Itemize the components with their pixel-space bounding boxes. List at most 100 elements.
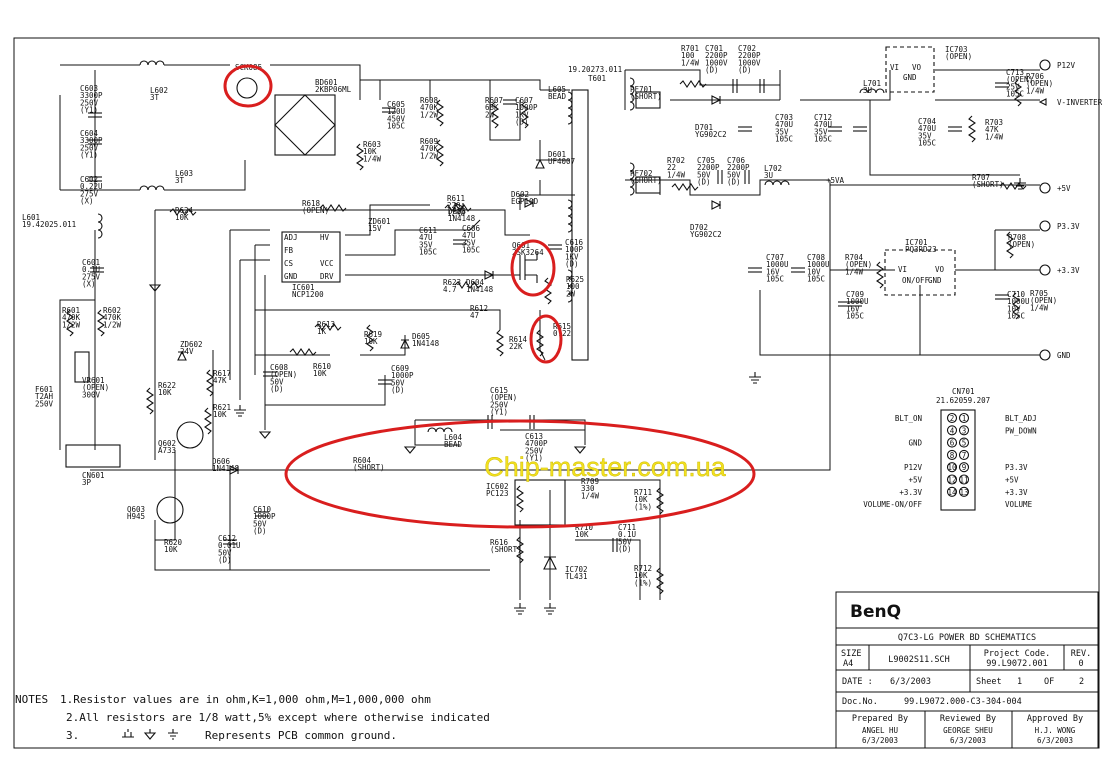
label-r704-line: R704 (845, 253, 864, 262)
label-c710-line: 10V (1007, 304, 1021, 313)
label-c607-line: C607 (515, 96, 533, 105)
resistor-vertical (516, 485, 524, 513)
label-r618-line: R618 (302, 199, 321, 208)
label-r701-line: 1/4W (681, 58, 700, 67)
ic602-body (514, 479, 566, 526)
label-r709-line: 330 (581, 484, 595, 493)
label-r618-line: (OPEN) (302, 206, 329, 215)
label-c603-line: 250V (80, 98, 99, 107)
wire (800, 70, 891, 101)
rail-5va-label: +5VA (826, 176, 845, 185)
label-c602-line: 275V (80, 189, 99, 198)
note-line-1: 1.Resistor values are in ohm,K=1,000 ohm… (60, 693, 431, 706)
rev-value: 0 (1078, 659, 1083, 669)
label-c611-line: 105C (419, 248, 437, 257)
cn701-pin-odd (958, 449, 970, 460)
label-c609-line: C609 (391, 364, 409, 373)
resistor-horizontal (444, 204, 472, 212)
ground-symbol (544, 603, 556, 615)
label-r709-line: 1/4W (581, 491, 600, 500)
label-c713-line: 25V (1006, 82, 1020, 91)
label-c613-line: 4700P (525, 439, 548, 448)
resistor-vertical (521, 101, 529, 129)
highlight-shunt-resistor (529, 314, 563, 364)
label-c616-line: 1KV (565, 252, 579, 261)
cn701-ref: CN701 (952, 387, 975, 396)
label-q601-line: 2SK3264 (512, 248, 544, 257)
label-r703-line: R703 (985, 118, 1003, 127)
label-ic601-line: IC601 (292, 283, 315, 292)
diode-horizontal (524, 198, 535, 208)
cn701-part: 21.62059.207 (936, 396, 990, 405)
label-r625-line: 2W (566, 289, 576, 298)
output-label-3: P3.3V (1057, 222, 1080, 231)
label-zd601-line: 15V (368, 224, 382, 233)
cn701-pin-odd-num: 1 (962, 414, 967, 423)
label-c708-line: 10V (807, 267, 821, 276)
label-c616-line: (D) (565, 260, 579, 269)
label-r608-line: 470K (420, 103, 439, 112)
ic701-pin-vi: VI (898, 265, 907, 274)
transformer-secondary (629, 162, 635, 196)
thermistor (236, 77, 258, 99)
label-r614-line: 22K (509, 342, 523, 351)
label-r623-line: 4.7 (443, 285, 457, 294)
label-c712-line: 105C (814, 135, 832, 144)
cn701-left-signal: GND (908, 439, 922, 448)
label-c707-line: 1000U (766, 260, 789, 269)
diode-vertical (177, 350, 187, 361)
label-c606-line: 105C (462, 246, 480, 255)
label-r704-line: (OPEN) (845, 260, 872, 269)
notes-title: NOTES (15, 693, 48, 706)
pf702-fuse (635, 176, 661, 194)
label-r624-line: R624 (175, 206, 194, 215)
label-c709-line: 105C (846, 312, 864, 321)
label-r617-line: 47K (213, 376, 227, 385)
label-r611-line: R611 (447, 194, 465, 203)
size-value: A4 (843, 659, 853, 669)
label-c704-line: 35V (918, 131, 932, 140)
label-d702-line: D702 (690, 223, 708, 232)
wire (560, 479, 661, 600)
cn701-pin-odd-num: 9 (962, 463, 967, 472)
ground-triangle (403, 446, 417, 454)
diode-horizontal (711, 200, 722, 210)
resistor-vertical (1012, 292, 1020, 320)
label-r711-line: (1%) (634, 502, 652, 511)
label-r705-line: R705 (1030, 289, 1048, 298)
cn701-pin-odd-num: 3 (962, 426, 967, 435)
label-r619-line: 10K (364, 337, 378, 346)
resistor-vertical (206, 369, 214, 397)
label-c610-line: 50V (253, 519, 267, 528)
label-bridge-line: BD601 (315, 78, 338, 87)
label-r619-line: R619 (364, 330, 382, 339)
label-cn601-line: 3P (82, 478, 92, 487)
resistor-horizontal (314, 323, 342, 331)
diode-horizontal (454, 202, 465, 212)
wire (345, 219, 481, 256)
label-c713-line: C713 (1006, 68, 1024, 77)
label-c712-line: C712 (814, 113, 832, 122)
label-c703-line: 470U (775, 120, 793, 129)
bridge-rectifier-body (274, 94, 336, 156)
resistor-vertical (536, 329, 544, 357)
transformer-ref-label: T601 (588, 74, 606, 83)
label-c711-line: 0.1U (618, 530, 636, 539)
label-c705-line: 50V (697, 170, 711, 179)
cn701-left-signal: +3.3V (899, 488, 922, 497)
label-c605-line: 450V (387, 114, 406, 123)
label-c711-line: (D) (618, 545, 632, 554)
output-terminal (1039, 182, 1051, 194)
output-terminal (1039, 349, 1051, 361)
cn701-pin-even (946, 449, 958, 460)
label-c709-line: 1000U (846, 297, 869, 306)
cn701-pin-even (946, 437, 958, 448)
cn701-pin-odd (958, 486, 970, 497)
label-d701-line: D701 (695, 123, 713, 132)
label-c616-line: C616 (565, 238, 584, 247)
resistor-vertical (656, 567, 664, 595)
label-pf701-line: PF701 (630, 85, 653, 94)
ic702-shunt (543, 555, 557, 570)
label-c615-line: (OPEN) (490, 393, 517, 402)
